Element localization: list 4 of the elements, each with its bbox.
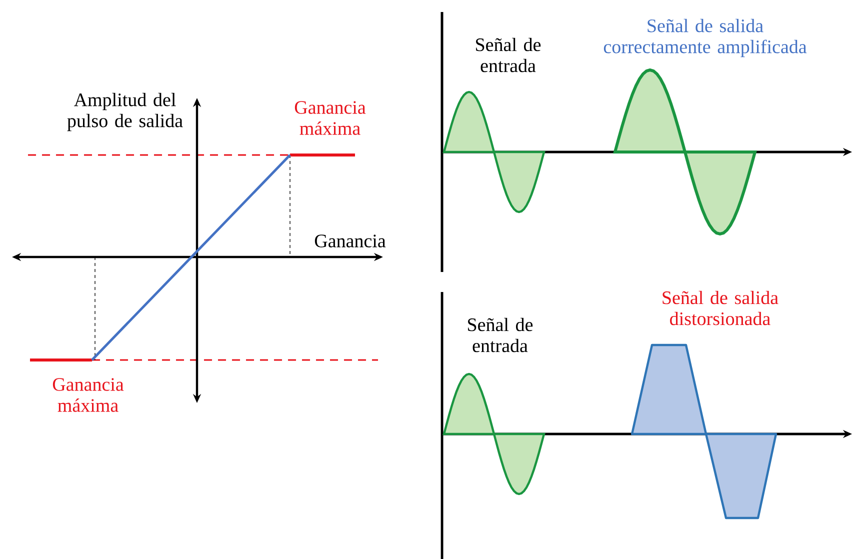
annotation-text: Ganancia máxima (294, 101, 366, 135)
axis-label: Ganancia (314, 234, 386, 248)
axis-label: Amplitud del pulso de salida (67, 92, 183, 132)
annotation-text: Ganancia máxima (52, 378, 124, 412)
